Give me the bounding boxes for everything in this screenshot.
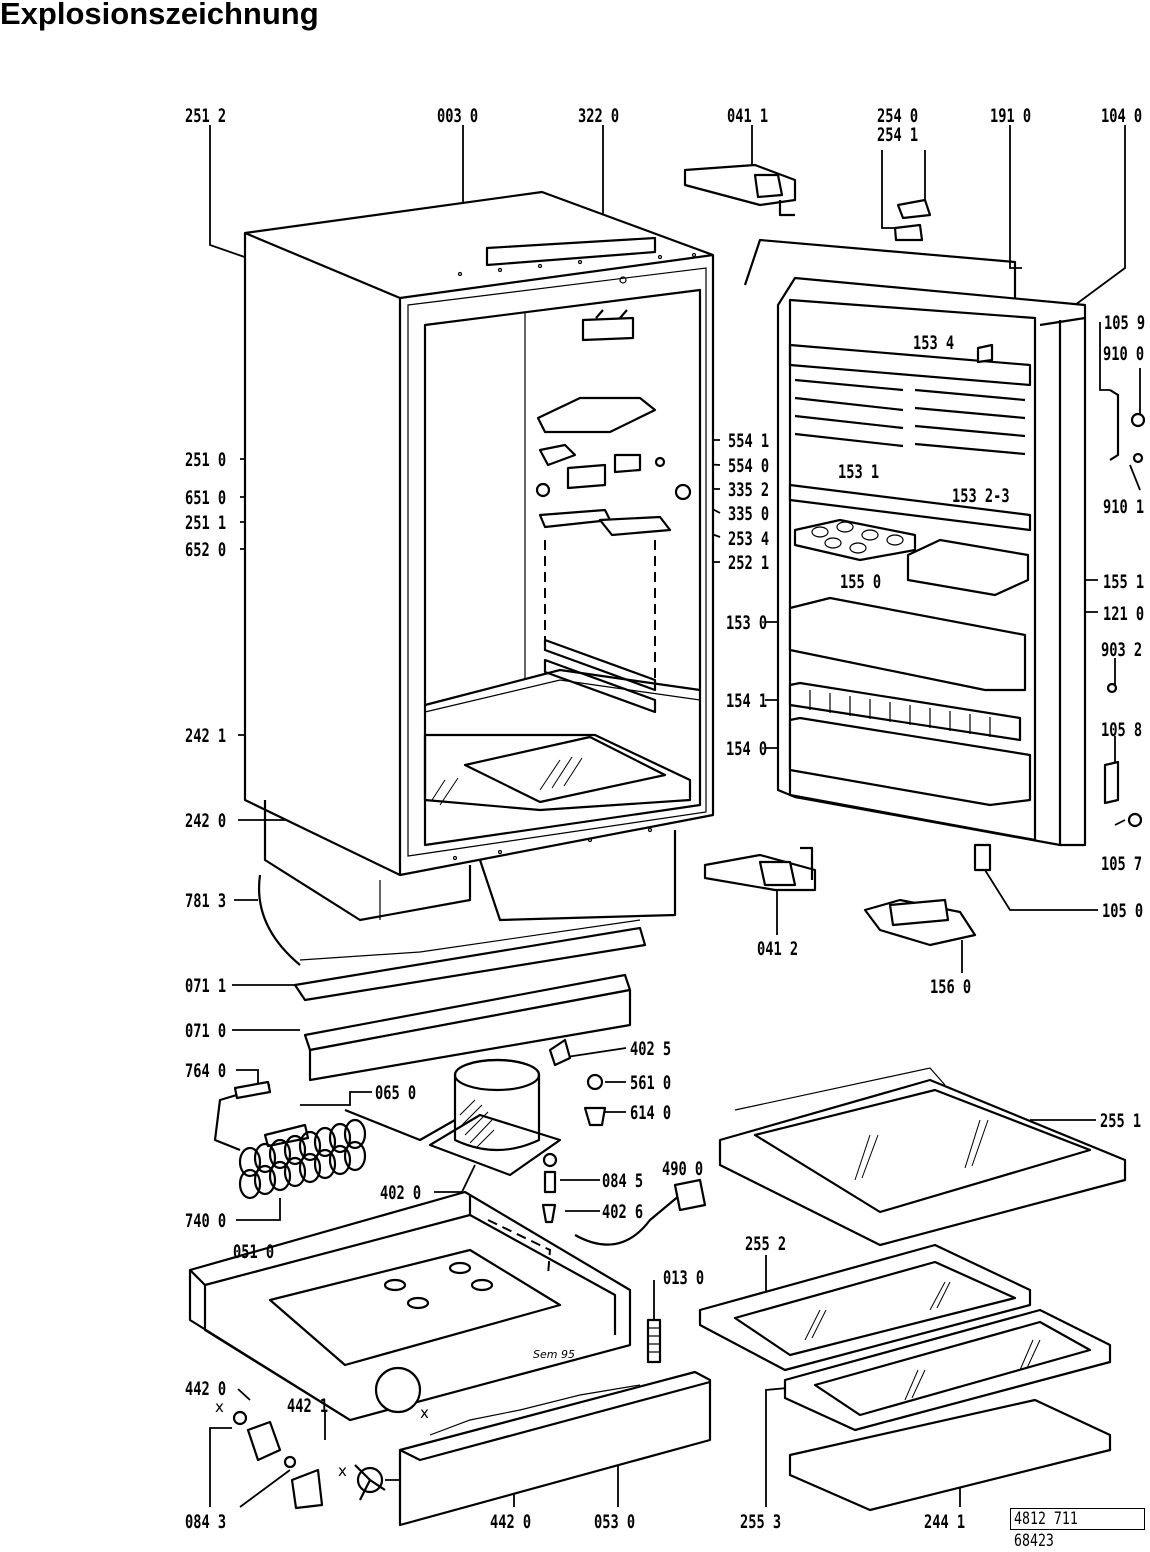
- label-4025: 402 5: [630, 1038, 671, 1060]
- label-1057: 105 7: [1101, 853, 1142, 875]
- label-1560: 156 0: [930, 976, 971, 998]
- x-mark: x: [215, 1398, 224, 1416]
- label-2521: 252 1: [728, 552, 769, 574]
- label-7400: 740 0: [185, 1210, 226, 1232]
- label-9100: 910 0: [1103, 343, 1144, 365]
- label-1210: 121 0: [1103, 603, 1144, 625]
- label-1040: 104 0: [1101, 105, 1142, 127]
- label-0411: 041 1: [727, 105, 768, 127]
- small-parts-top: [743, 198, 1017, 300]
- label-2553: 255 3: [740, 1511, 781, 1533]
- label-5541: 554 1: [728, 430, 769, 452]
- label-2534: 253 4: [728, 528, 769, 550]
- thermostat-assembly: [535, 396, 692, 537]
- label-4900: 490 0: [662, 1158, 703, 1180]
- label-2552: 255 2: [745, 1233, 786, 1255]
- door-hardware: [973, 389, 1146, 872]
- label-4420-bottom: 442 0: [490, 1511, 531, 1533]
- label-0510: 051 0: [233, 1241, 274, 1263]
- label-7640: 764 0: [185, 1060, 226, 1082]
- condenser-coil: [213, 1080, 456, 1200]
- label-5540: 554 0: [728, 455, 769, 477]
- label-0710: 071 0: [185, 1020, 226, 1042]
- label-4020: 402 0: [380, 1182, 421, 1204]
- label-1551: 155 1: [1103, 571, 1144, 593]
- compressor: [428, 1058, 562, 1177]
- label-9101: 910 1: [1103, 496, 1144, 518]
- label-6520: 652 0: [185, 539, 226, 561]
- label-0530: 053 0: [594, 1511, 635, 1533]
- label-5610: 561 0: [630, 1072, 671, 1094]
- base-tray: Sem 95: [188, 1190, 632, 1422]
- label-1550: 155 0: [840, 571, 881, 593]
- label-1540: 154 0: [726, 738, 767, 760]
- label-6140: 614 0: [630, 1102, 671, 1124]
- label-4421: 442 1: [287, 1395, 328, 1417]
- label-3352: 335 2: [728, 479, 769, 501]
- compressor-parts: [541, 1038, 707, 1246]
- label-2510: 251 0: [185, 449, 226, 471]
- label-0845: 084 5: [602, 1170, 643, 1192]
- label-0030: 003 0: [437, 105, 478, 127]
- x-mark: x: [338, 1462, 347, 1480]
- label-2551: 255 1: [1100, 1110, 1141, 1132]
- lower-hinge: [703, 846, 817, 892]
- label-0130: 013 0: [663, 1267, 704, 1289]
- label-15323: 153 2-3: [952, 485, 1010, 507]
- fridge-door: [776, 276, 1087, 847]
- label-2421: 242 1: [185, 725, 226, 747]
- top-hinge: [683, 163, 797, 217]
- label-2511: 251 1: [185, 512, 226, 534]
- label-6510: 651 0: [185, 487, 226, 509]
- label-2512: 251 2: [185, 105, 226, 127]
- label-0843: 084 3: [185, 1511, 226, 1533]
- part-labels: 251 2 003 0 322 0 041 1 254 0 254 1 191 …: [185, 105, 1145, 1533]
- label-1058: 105 8: [1101, 719, 1142, 741]
- label-0711: 071 1: [185, 975, 226, 997]
- label-4026: 402 6: [602, 1201, 643, 1223]
- bracket-1560: [863, 898, 977, 947]
- label-2420: 242 0: [185, 810, 226, 832]
- cabinet: [243, 190, 715, 922]
- label-0412: 041 2: [757, 938, 798, 960]
- label-1050: 105 0: [1102, 900, 1143, 922]
- label-3220: 322 0: [578, 105, 619, 127]
- label-2540: 254 0: [877, 105, 918, 127]
- label-0650: 065 0: [375, 1082, 416, 1104]
- label-7813: 781 3: [185, 890, 226, 912]
- label-1531: 153 1: [838, 461, 879, 483]
- label-1059: 105 9: [1104, 312, 1145, 334]
- label-2441: 244 1: [924, 1511, 965, 1533]
- front-grille: [398, 1370, 712, 1527]
- label-3350: 335 0: [728, 503, 769, 525]
- fan-motor: [232, 1410, 386, 1510]
- label-1530: 153 0: [726, 612, 767, 634]
- drain-tube: [258, 874, 301, 966]
- part-number: 4812 711 68423: [1014, 1509, 1078, 1551]
- label-1910: 191 0: [990, 105, 1031, 127]
- label-4420-left: 442 0: [185, 1378, 226, 1400]
- label-1534: 153 4: [913, 332, 954, 354]
- page-title: Explosionszeichnung: [0, 0, 319, 31]
- part-number-box: [1010, 1508, 1145, 1530]
- base-strips: [293, 919, 647, 1082]
- label-9032: 903 2: [1101, 639, 1142, 661]
- label-1541: 154 1: [726, 690, 767, 712]
- label-2541: 254 1: [877, 124, 918, 146]
- x-mark: x: [420, 1404, 429, 1422]
- stamp-text: Sem 95: [533, 1348, 575, 1361]
- glass-shelves: [698, 1067, 1127, 1512]
- screw: [646, 1318, 662, 1364]
